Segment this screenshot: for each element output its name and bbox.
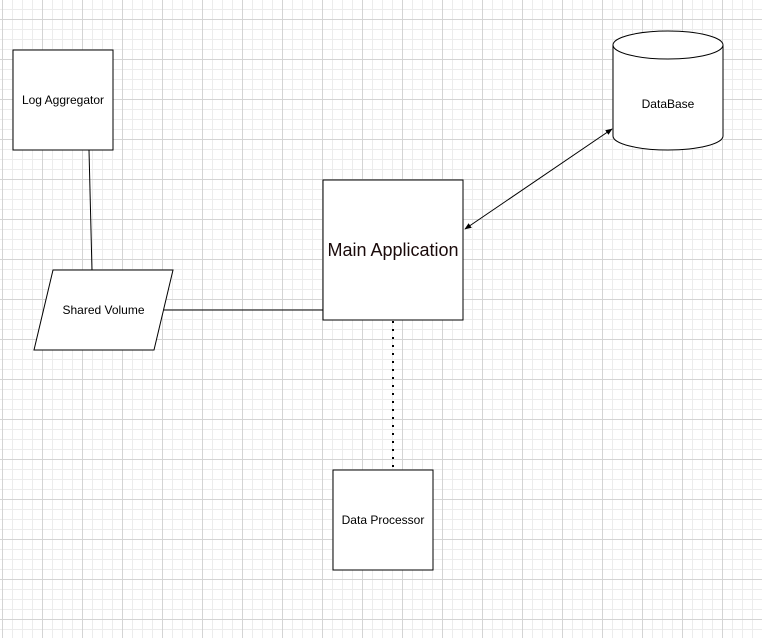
node-data-processor-shape[interactable] (332, 469, 434, 571)
edge-main-application-database[interactable] (464, 128, 613, 230)
edge-log-aggregator-shared-volume[interactable] (88, 149, 93, 272)
node-shared-volume-shape[interactable] (33, 269, 174, 351)
node-log-aggregator-shape[interactable] (12, 49, 114, 151)
node-main-application-shape[interactable] (322, 179, 464, 321)
node-database-shape[interactable] (612, 30, 724, 151)
